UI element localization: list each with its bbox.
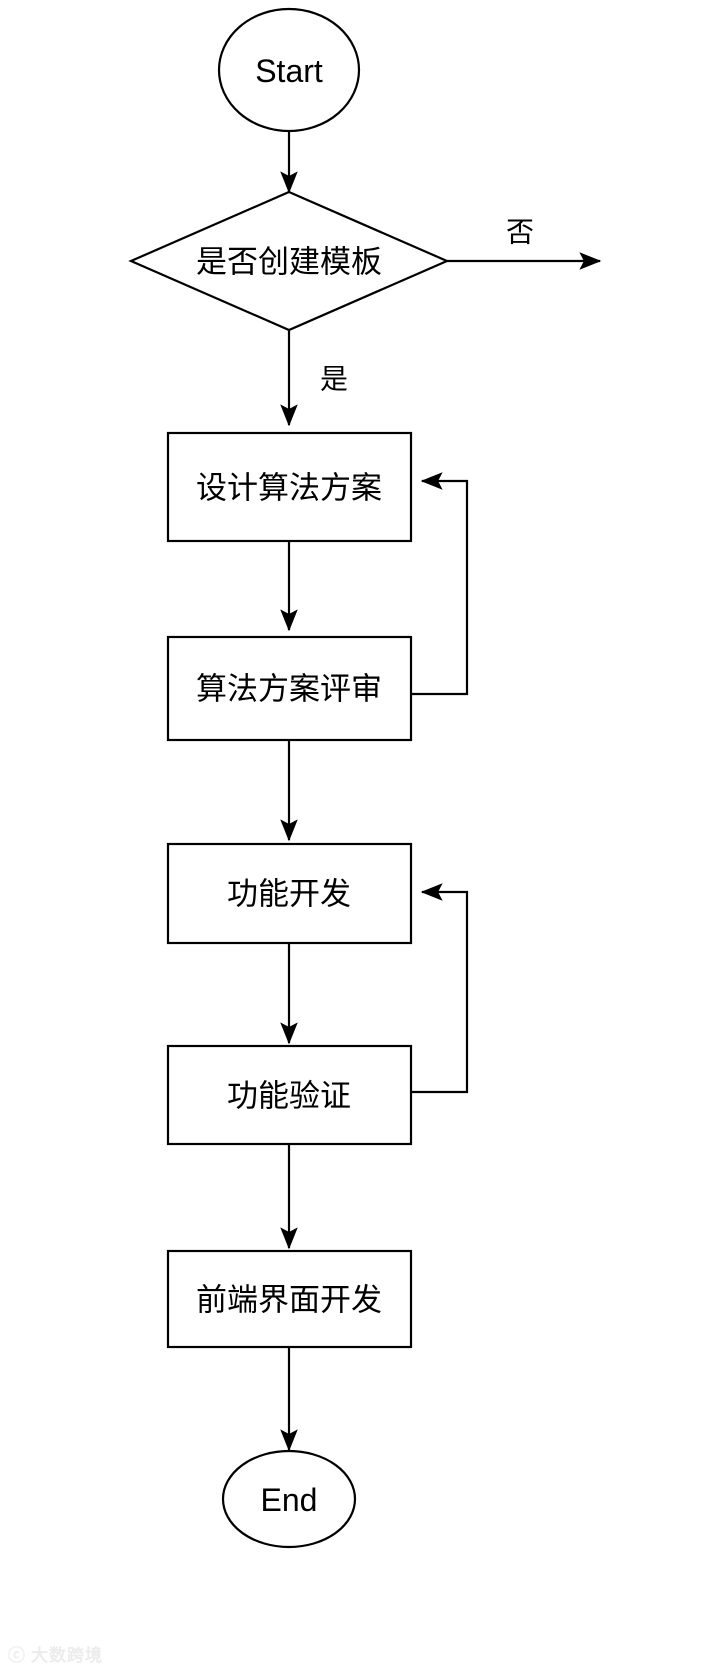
node-algorithm-review[interactable]: 算法方案评审: [166, 635, 413, 742]
verify-label: 功能验证: [227, 1079, 351, 1114]
node-design-algorithm[interactable]: 设计算法方案: [166, 431, 413, 543]
node-feature-development[interactable]: 功能开发: [166, 842, 413, 945]
node-start[interactable]: Start: [217, 7, 361, 133]
design-box[interactable]: [166, 431, 413, 543]
design-label: 设计算法方案: [196, 471, 382, 506]
edge-label-no: 否: [506, 217, 534, 248]
review-label: 算法方案评审: [196, 672, 382, 707]
node-feature-verification[interactable]: 功能验证: [166, 1044, 413, 1146]
edge-label-yes: 是: [320, 364, 348, 395]
frontend-box[interactable]: [166, 1249, 413, 1349]
node-end[interactable]: End: [221, 1449, 357, 1549]
end-ellipse[interactable]: [221, 1449, 357, 1549]
edge-verify-to-develop-feedback: [411, 883, 469, 1094]
edge-decision-no: 否: [447, 217, 602, 270]
review-box[interactable]: [166, 635, 413, 742]
start-ellipse[interactable]: [217, 7, 361, 133]
edge-decision-yes: 是: [280, 330, 348, 427]
start-label: Start: [255, 53, 323, 89]
develop-box[interactable]: [166, 842, 413, 945]
verify-box[interactable]: [166, 1044, 413, 1146]
decision-label: 是否创建模板: [196, 245, 382, 280]
end-label: End: [261, 1482, 318, 1518]
develop-label: 功能开发: [227, 877, 351, 912]
decision-diamond[interactable]: [128, 190, 450, 332]
node-frontend-development[interactable]: 前端界面开发: [166, 1249, 413, 1349]
node-decision-create-template[interactable]: 是否创建模板: [128, 190, 450, 332]
frontend-label: 前端界面开发: [196, 1283, 382, 1318]
edge-path: [411, 472, 469, 696]
edge-review-to-design-feedback: [411, 472, 469, 696]
edge-path: [411, 883, 469, 1094]
